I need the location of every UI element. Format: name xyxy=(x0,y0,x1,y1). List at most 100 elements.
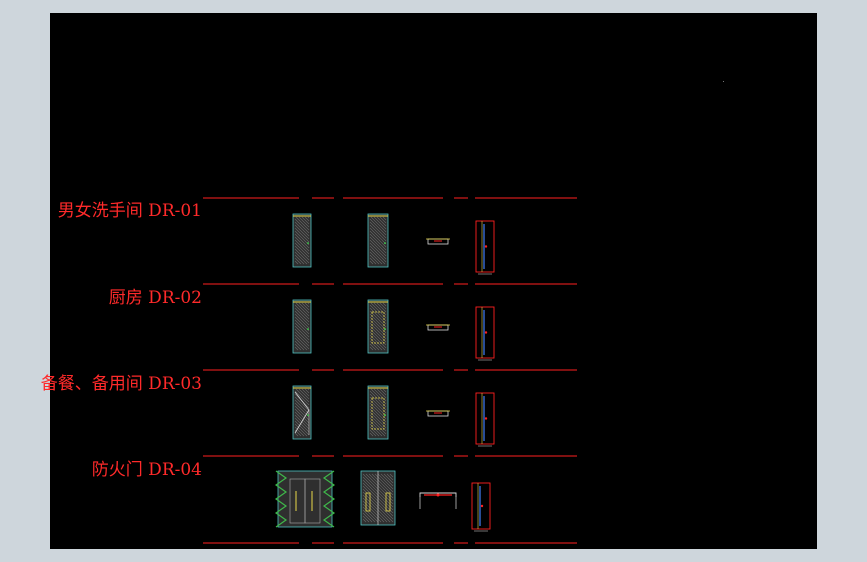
hatch-line xyxy=(369,328,387,346)
hatch-line xyxy=(294,343,302,351)
hatch-line xyxy=(294,304,310,320)
hatch-line xyxy=(369,224,387,242)
row-label-dr-03: 备餐、备用间 DR-03 xyxy=(40,374,202,394)
hatch-line xyxy=(294,432,299,437)
hatch-line xyxy=(369,304,387,322)
hatch-line xyxy=(369,257,377,265)
door-handle xyxy=(307,414,309,417)
hatch-line xyxy=(294,248,310,264)
hatch-line xyxy=(369,426,380,437)
hatch-line xyxy=(294,242,310,258)
hatch-line xyxy=(294,328,310,344)
section-frame xyxy=(475,392,495,445)
hatch-line xyxy=(294,319,310,335)
hatch-line xyxy=(369,411,387,429)
hatch-line xyxy=(369,417,387,435)
hatch-line xyxy=(298,216,310,228)
section-frame xyxy=(471,482,491,530)
hatch-line xyxy=(369,408,387,426)
hatch-line xyxy=(365,473,394,502)
hatch-line xyxy=(294,420,310,436)
hatch-line xyxy=(294,325,310,341)
door-handle xyxy=(384,414,386,417)
drawing-viewport[interactable]: 男女洗手间 DR-01 厨房 DR-02 备餐、备用间 DR-03 防火门 DR… xyxy=(41,13,817,549)
hatch-line xyxy=(294,399,310,415)
door-handle xyxy=(384,242,386,245)
hatch-line xyxy=(370,216,387,233)
section-mark xyxy=(480,504,484,508)
hatch-line xyxy=(294,340,305,351)
door-row-dr-02 xyxy=(292,299,495,361)
hatch-line xyxy=(369,254,380,265)
hatch-line xyxy=(369,218,387,236)
hatch-line xyxy=(382,216,387,221)
hatch-line xyxy=(369,402,387,420)
hatch-line xyxy=(376,388,387,399)
hatch-line xyxy=(369,325,387,343)
hatch-line xyxy=(294,346,299,351)
hatch-line xyxy=(369,251,383,265)
hatch-line xyxy=(294,396,310,412)
hatch-line xyxy=(294,307,310,323)
hatch-line xyxy=(386,473,394,481)
hatch-line xyxy=(371,473,394,496)
hatch-line xyxy=(362,512,373,523)
door-leaf xyxy=(367,385,389,440)
section-mark xyxy=(484,245,488,248)
hatch-line xyxy=(294,390,310,406)
section-frame xyxy=(475,220,495,273)
hatch-line xyxy=(369,319,387,337)
hatch-line xyxy=(369,432,374,437)
hatch-line xyxy=(294,331,310,347)
hatch-line xyxy=(294,334,310,350)
cad-drawing xyxy=(203,81,724,544)
hatch-line xyxy=(295,388,310,403)
hatch-line xyxy=(370,302,387,319)
fire-door-zigzag xyxy=(274,470,288,528)
hatch-line xyxy=(307,216,310,219)
hatch-line xyxy=(379,302,387,310)
hatch-line xyxy=(369,233,387,251)
hatch-line xyxy=(294,236,310,252)
hatch-line xyxy=(369,313,387,331)
hatch-line xyxy=(304,388,310,394)
row-label-dr-01: 男女洗手间 DR-01 xyxy=(57,201,202,221)
hatch-line xyxy=(298,388,310,400)
hatch-line xyxy=(294,417,310,433)
hatch-line xyxy=(369,420,386,437)
hatch-line xyxy=(369,393,387,411)
hatch-line xyxy=(369,245,387,263)
stray-point xyxy=(723,81,724,82)
door-handle xyxy=(384,328,386,331)
section-mark xyxy=(484,331,488,334)
door-leaf xyxy=(367,299,389,354)
fire-door-plan xyxy=(419,492,457,497)
hatch-line xyxy=(369,343,377,351)
door-panel xyxy=(371,311,385,344)
hatch-line xyxy=(373,216,387,230)
section-mark xyxy=(484,417,488,420)
hatch-line xyxy=(301,216,310,225)
door-row-dr-01 xyxy=(292,213,495,275)
hatch-line xyxy=(369,334,386,351)
hatch-line xyxy=(294,411,310,427)
hatch-line xyxy=(307,388,310,391)
row-label-dr-04: 防火门 DR-04 xyxy=(91,460,202,480)
hatch-line xyxy=(294,254,305,265)
hatch-line xyxy=(294,316,310,332)
hatch-line xyxy=(298,302,310,314)
door-row-dr-03 xyxy=(292,385,495,447)
hatch-line xyxy=(294,221,310,237)
hatch-line xyxy=(301,302,310,311)
hatch-line xyxy=(379,388,387,396)
hatch-line xyxy=(369,316,387,334)
hatch-line xyxy=(362,506,379,523)
hatch-line xyxy=(301,388,310,397)
door-row-dr-04 xyxy=(274,470,491,532)
hatch-line xyxy=(294,233,310,249)
hatch-line xyxy=(294,245,310,261)
hatch-line xyxy=(362,515,370,523)
hatch-line xyxy=(362,509,376,523)
hatch-line xyxy=(369,227,387,245)
hatch-line xyxy=(304,302,310,308)
